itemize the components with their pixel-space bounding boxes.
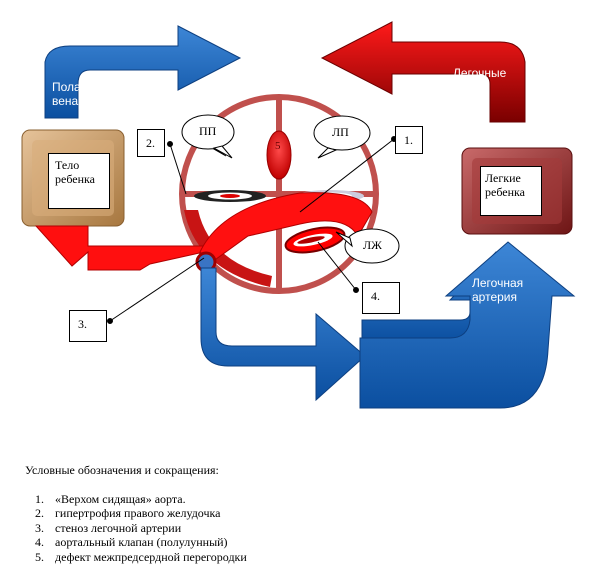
left-ventricle-label: ЛЖ [363, 238, 382, 252]
pulmonary-veins-arrow [320, 21, 526, 123]
septum-defect-number: 5 [275, 140, 281, 152]
lungs-label: Легкие ребенка [480, 166, 542, 216]
legend-item: гипертрофия правого желудочка [47, 506, 565, 521]
aortic-valve [284, 226, 346, 254]
pulmonary-artery-lower [200, 267, 366, 402]
vena-cava-label: Полая вена [52, 80, 88, 108]
callout-lines [107, 136, 397, 324]
vena-cava-arrow [44, 25, 242, 119]
legend-item: аортальный клапан (полулунный) [47, 535, 565, 550]
pulmonary-artery-label: Легочная артерия [472, 276, 524, 304]
pulmonary-veins-label: Легочные вены [453, 66, 507, 94]
legend-list: «Верхом сидящая» аорта. гипертрофия прав… [25, 492, 565, 565]
left-atrium-label: ЛП [332, 125, 349, 139]
legend-title: Условные обозначения и сокращения: [25, 463, 219, 477]
atrial-septal-defect [266, 130, 292, 180]
legend-item: «Верхом сидящая» аорта. [47, 492, 565, 507]
callout-1: 1. [395, 126, 423, 154]
aorta-arrow [34, 225, 207, 271]
pulmonary-artery-body [359, 241, 576, 409]
legend-item: стеноз легочной артерии [47, 521, 565, 536]
tricuspid-valve [194, 190, 266, 202]
legend-item: дефект межпредсердной перегородки [47, 550, 565, 565]
callout-2: 2. [137, 129, 165, 157]
body-label: Тело ребенка [48, 153, 110, 209]
overriding-aorta [199, 192, 373, 263]
callout-4: 4. [362, 282, 400, 314]
legend: Условные обозначения и сокращения: «Верх… [25, 463, 565, 564]
right-atrium-label: ПП [199, 124, 217, 138]
speech-bubbles [181, 114, 400, 264]
callout-3: 3. [69, 310, 107, 342]
